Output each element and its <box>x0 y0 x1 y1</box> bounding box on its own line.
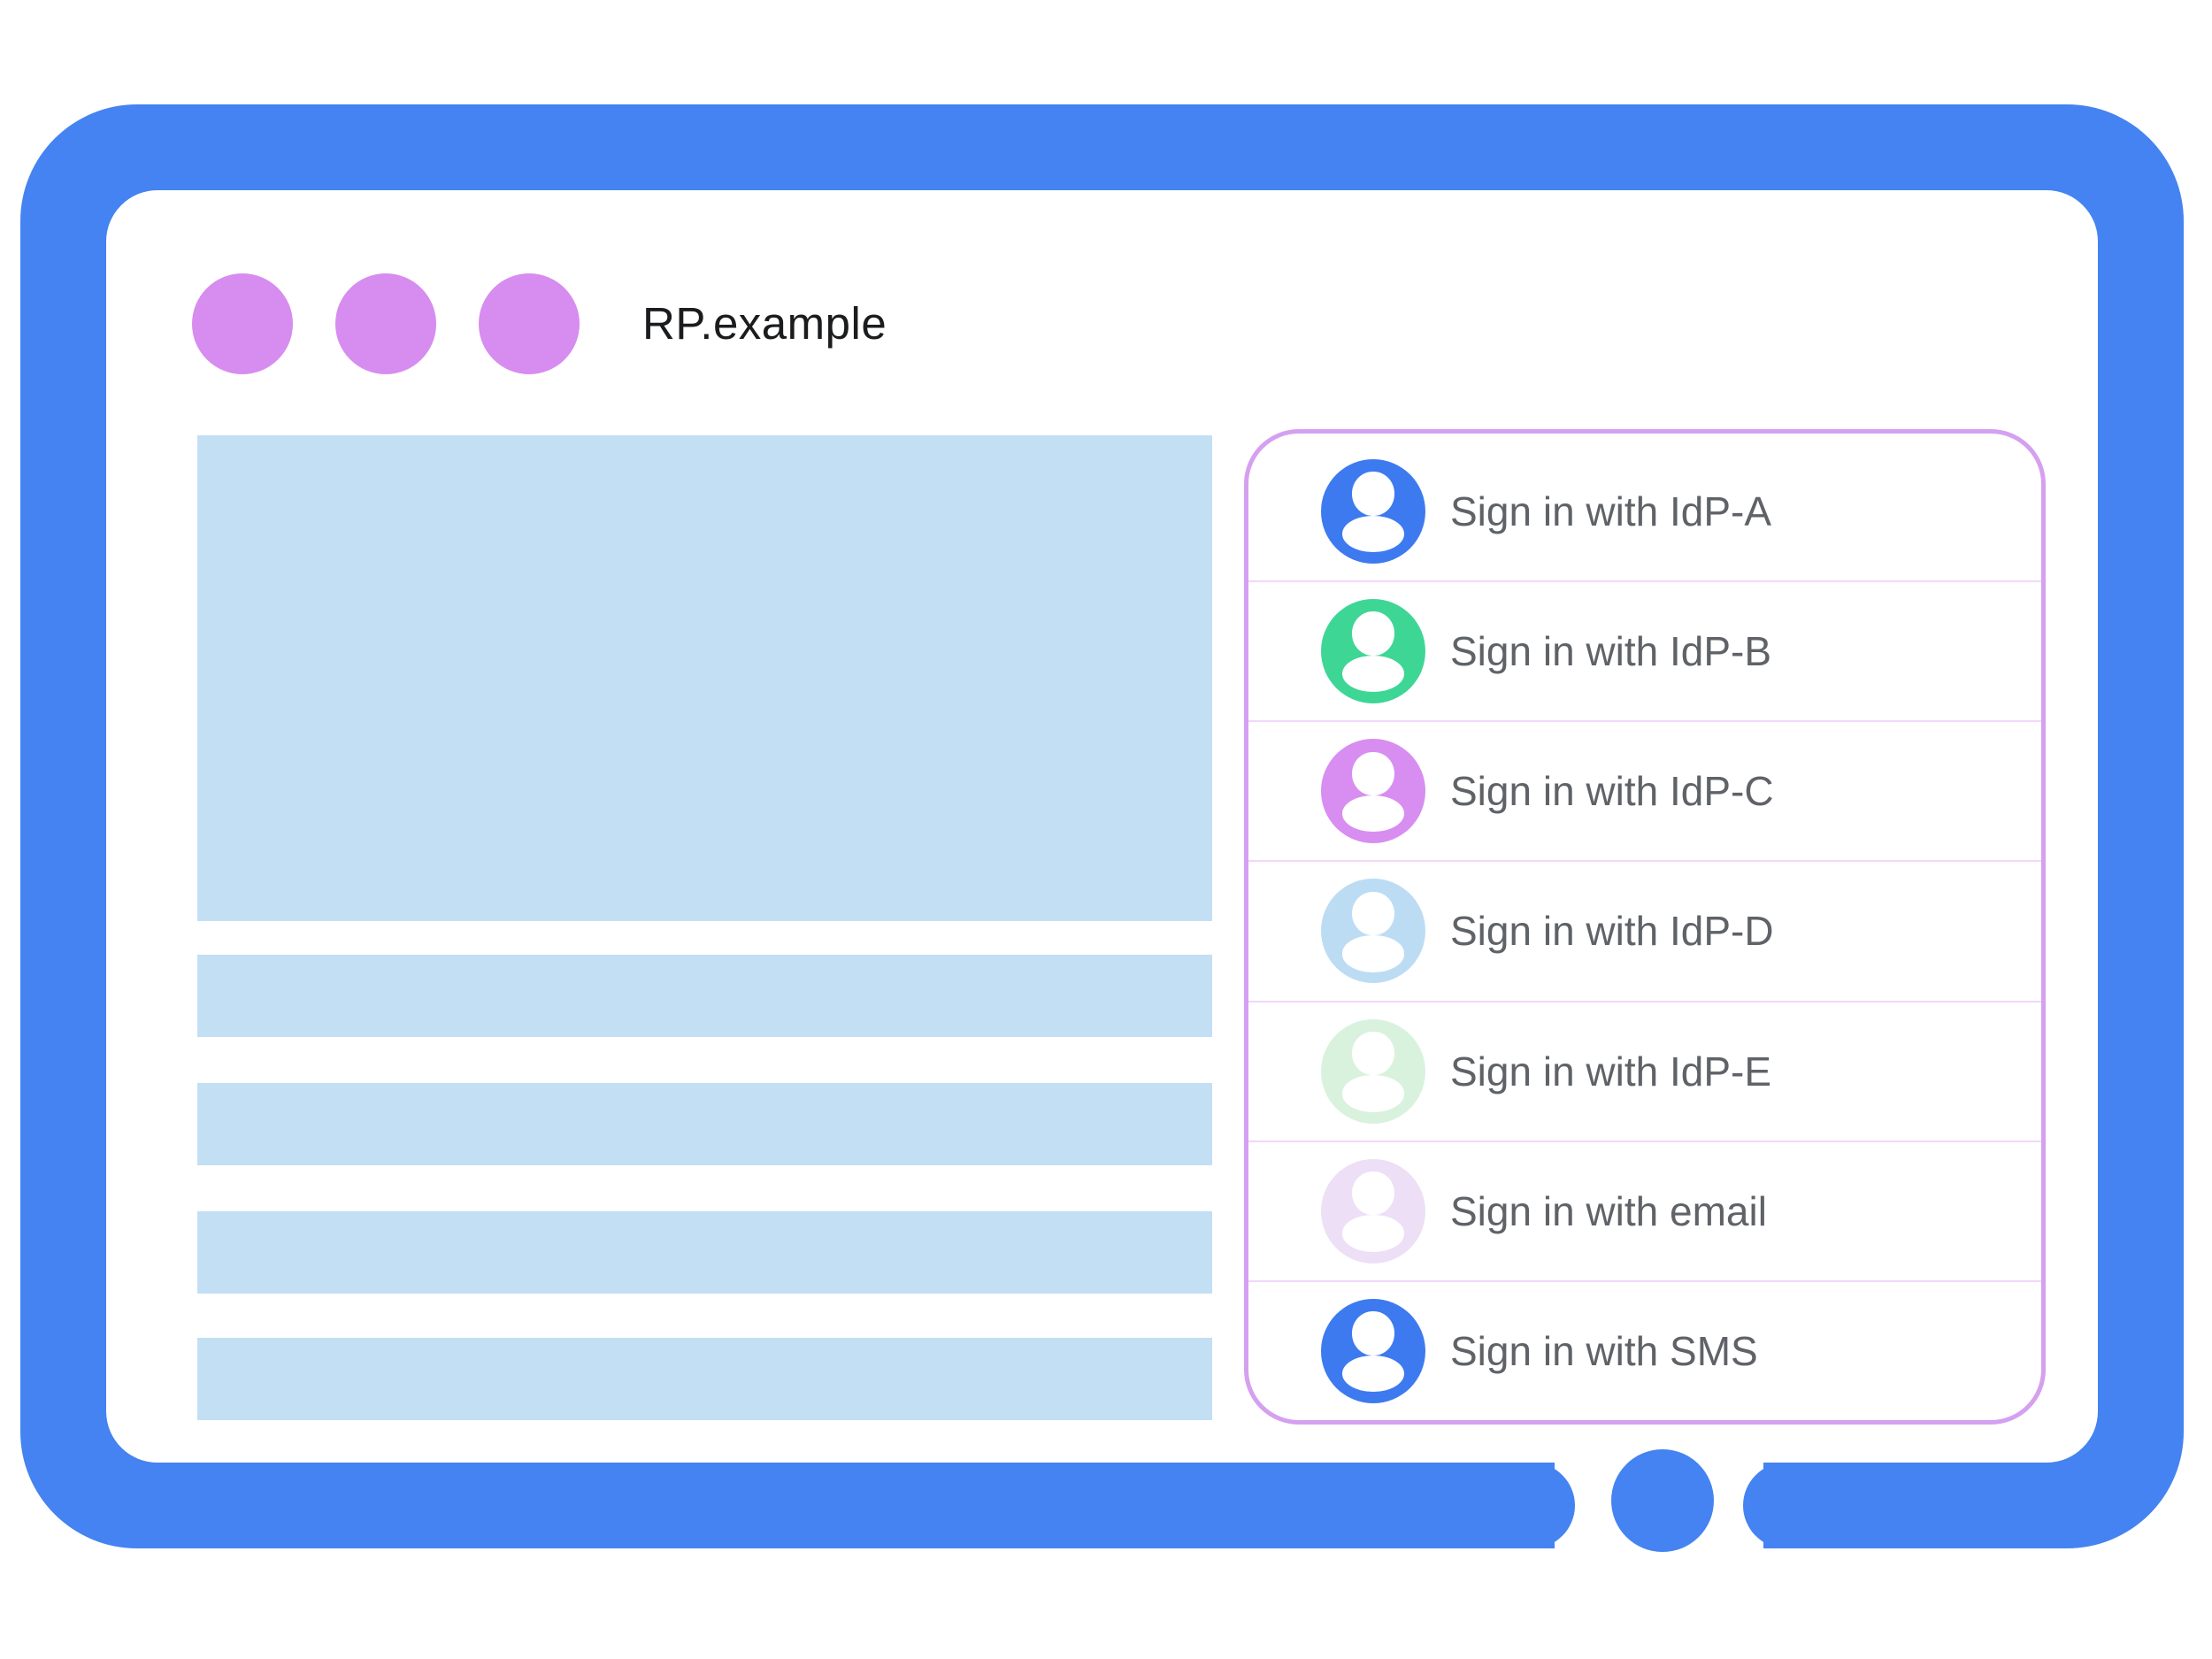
avatar-torso <box>1341 1355 1405 1392</box>
person-icon <box>1321 599 1425 704</box>
signin-option-label: Sign in with IdP-C <box>1450 768 1774 815</box>
signin-options-list: Sign in with IdP-A Sign in with IdP-B Sign… <box>1248 434 2041 1420</box>
window-control-dot-icon <box>335 273 436 374</box>
signin-option-label: Sign in with email <box>1450 1187 1767 1234</box>
signin-option-sms[interactable]: Sign in with SMS <box>1248 1279 2041 1420</box>
avatar-head <box>1352 891 1394 936</box>
person-icon <box>1321 1158 1425 1263</box>
signin-option-label: Sign in with SMS <box>1450 1327 1758 1374</box>
signin-option-email[interactable]: Sign in with email <box>1248 1140 2041 1280</box>
signin-option-idp-d[interactable]: Sign in with IdP-D <box>1248 860 2041 1000</box>
content-placeholder-line <box>197 1211 1212 1294</box>
avatar-head <box>1352 611 1394 656</box>
signin-option-idp-e[interactable]: Sign in with IdP-E <box>1248 1000 2041 1141</box>
content-placeholder-hero <box>197 435 1212 921</box>
signin-dialog: Sign in with IdP-A Sign in with IdP-B Sign… <box>1244 429 2046 1425</box>
person-icon <box>1321 459 1425 565</box>
avatar-head <box>1352 1311 1394 1356</box>
avatar-torso <box>1341 515 1405 553</box>
content-placeholder-line <box>197 1083 1212 1165</box>
window-control-dot-icon <box>479 273 580 374</box>
signin-option-idp-c[interactable]: Sign in with IdP-C <box>1248 720 2041 860</box>
content-placeholder-line <box>197 1338 1212 1420</box>
frame-bottom-bar-left-cap <box>1486 1463 1575 1548</box>
avatar-head <box>1352 1031 1394 1076</box>
person-icon <box>1321 739 1425 844</box>
avatar-head <box>1352 1171 1394 1216</box>
avatar-torso <box>1341 795 1405 833</box>
person-icon <box>1321 1298 1425 1403</box>
avatar-torso <box>1341 935 1405 972</box>
avatar-torso <box>1341 1215 1405 1252</box>
signin-option-idp-a[interactable]: Sign in with IdP-A <box>1248 442 2041 580</box>
avatar-torso <box>1341 1075 1405 1112</box>
signin-option-idp-b[interactable]: Sign in with IdP-B <box>1248 580 2041 720</box>
frame-bottom-bar-right-cap <box>1743 1463 1832 1548</box>
person-icon <box>1321 1018 1425 1124</box>
content-placeholder-line <box>197 955 1212 1037</box>
page-title: RP.example <box>642 298 887 349</box>
avatar-head <box>1352 472 1394 516</box>
signin-option-label: Sign in with IdP-A <box>1450 488 1772 535</box>
window-control-dot-icon <box>192 273 293 374</box>
signin-option-label: Sign in with IdP-E <box>1450 1048 1772 1094</box>
person-icon <box>1321 879 1425 984</box>
avatar-head <box>1352 751 1394 796</box>
signin-option-label: Sign in with IdP-D <box>1450 908 1774 955</box>
avatar-torso <box>1341 655 1405 693</box>
home-button <box>1611 1449 1714 1552</box>
signin-option-label: Sign in with IdP-B <box>1450 628 1772 675</box>
